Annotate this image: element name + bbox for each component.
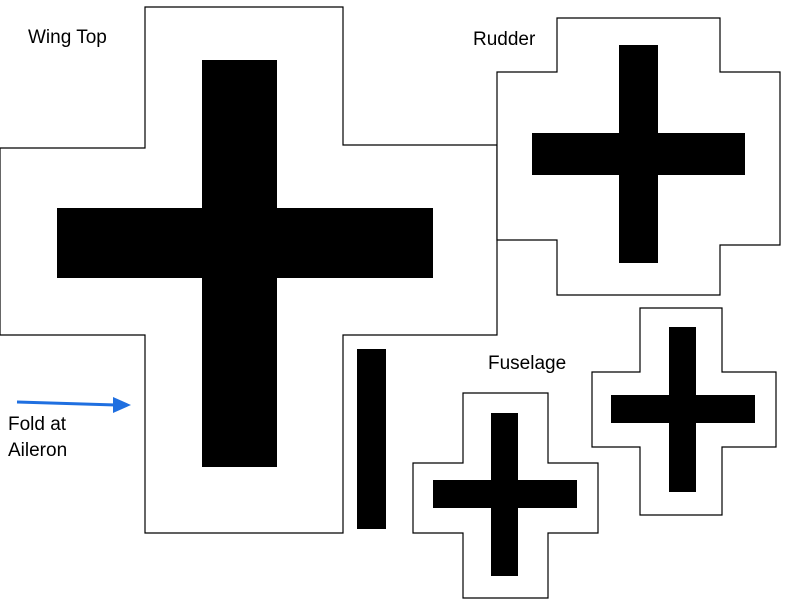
rudder-cross-horizontal (532, 133, 745, 175)
fold-arrow-icon (16, 397, 131, 413)
wing-top-label: Wing Top (28, 27, 107, 48)
fold-label-line2: Aileron (8, 440, 67, 461)
wing-top-cross-horizontal (57, 208, 433, 278)
vertical-bar-decal (357, 349, 386, 529)
fuselage-label: Fuselage (488, 353, 566, 374)
fold-label-line1: Fold at (8, 414, 67, 435)
rudder-label: Rudder (473, 29, 536, 50)
rudder-decal (496, 17, 781, 296)
fuselage-right-cross-horizontal (611, 395, 755, 423)
fuselage-decal-right (591, 307, 777, 516)
fuselage-left-cross-horizontal (433, 480, 577, 508)
wing-top-decal (0, 6, 498, 534)
fuselage-decal-left (412, 392, 599, 599)
